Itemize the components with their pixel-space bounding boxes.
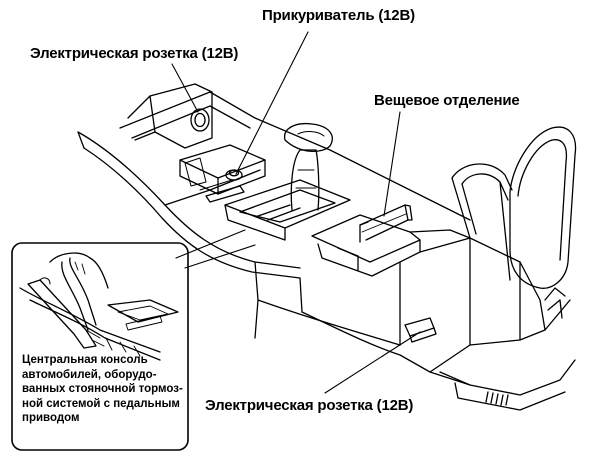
inset-caption-line: Центральная консоль [22,354,148,366]
armrest-icon [451,126,577,319]
storage-label: Вещевое отделение [374,92,520,109]
power-socket-icon [190,108,210,132]
gear-shift-icon [283,122,333,211]
inset-caption-line: приводом [22,412,80,424]
inset-caption: Центральная консоль автомобилей, оборудо… [22,353,192,426]
parking-brake-lever-icon [27,277,105,349]
console-body [77,83,576,411]
inset-panel [11,242,189,451]
storage-compartment-icon [359,204,413,243]
socket-top-label: Электрическая розетка (12В) [30,45,239,62]
inset-caption-line: ванных стояночной тормоз- [22,383,183,395]
socket-bottom-label: Электрическая розетка (12В) [205,397,414,414]
lighter-label: Прикуриватель (12В) [262,7,415,24]
inset-caption-line: автомобилей, оборудо- [22,368,157,381]
inset-caption-line: ной системой с педальным [22,397,180,410]
lower-socket-icon [404,317,437,343]
cigarette-lighter-icon [179,144,266,203]
leader-lines [171,31,421,394]
